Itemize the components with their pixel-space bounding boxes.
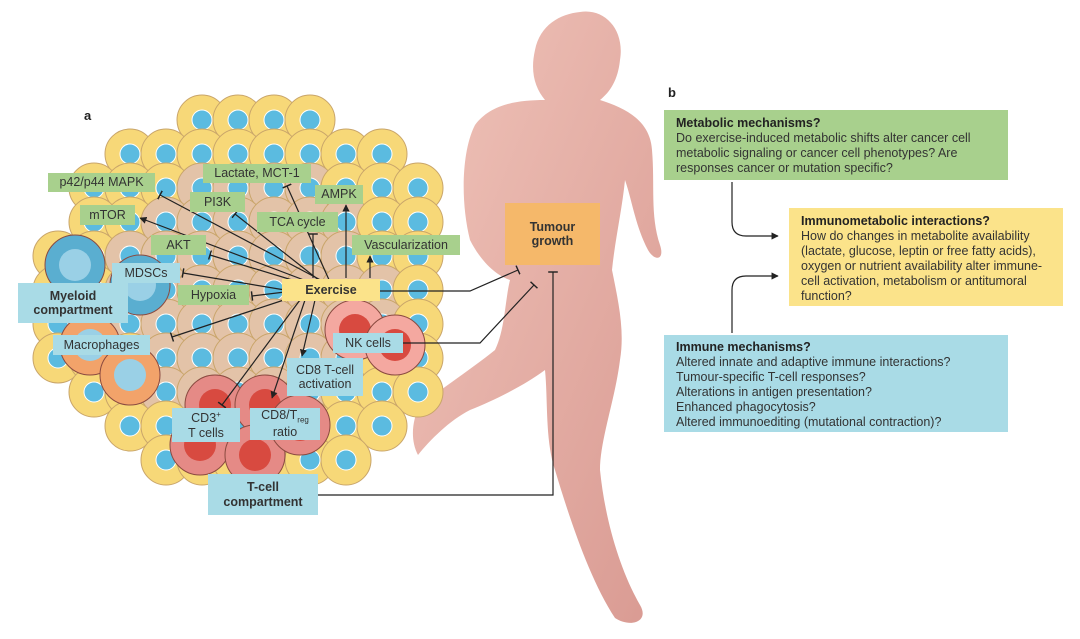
panel-a-letter: a <box>84 108 92 123</box>
t-cell <box>224 424 286 486</box>
immune-line: Enhanced phagocytosis? <box>676 400 816 414</box>
label-macrophages: Macrophages <box>53 335 150 355</box>
label-exercise: Exercise <box>282 279 380 301</box>
immunometabolic-title: Immunometabolic interactions? <box>801 214 990 228</box>
immune-title: Immune mechanisms? <box>676 340 811 354</box>
label-cd3-t-cells: CD3+ T cells <box>172 408 240 442</box>
arrow-immune-to-immunometabolic <box>731 272 779 333</box>
label-myeloid-compartment: Myeloid compartment <box>18 283 128 323</box>
human-figure <box>412 11 662 623</box>
connector-lines <box>139 182 779 496</box>
cd8treg-rest: ratio <box>272 425 298 440</box>
label-lactate: Lactate, MCT-1 <box>203 164 311 183</box>
label-t-cell-compartment: T-cell compartment <box>208 474 318 515</box>
tumour-cell <box>104 400 156 452</box>
label-tca: TCA cycle <box>257 212 338 232</box>
macrophage <box>99 344 161 406</box>
line-mapk <box>157 190 331 286</box>
label-vascularization: Vascularization <box>352 235 460 255</box>
label-cd8-activation: CD8 T-cell activation <box>287 358 363 396</box>
line-cd8treg <box>270 299 306 399</box>
line-exercise-tumour <box>380 265 521 292</box>
myeloid-cell <box>44 234 106 296</box>
immunometabolic-box: Immunometabolic interactions? How do cha… <box>789 208 1063 306</box>
immune-line: Alterations in antigen presentation? <box>676 385 872 399</box>
label-mdscs: MDSCs <box>112 263 180 283</box>
immune-line: Tumour-specific T-cell responses? <box>676 370 866 384</box>
metabolic-body: Do exercise-induced metabolic shifts alt… <box>676 131 971 175</box>
arrow-metabolic-to-immunometabolic <box>731 182 779 240</box>
label-hypoxia: Hypoxia <box>178 285 249 305</box>
immunometabolic-body: How do changes in metabolite availabilit… <box>801 229 1043 303</box>
line-nk-tumour <box>403 281 539 344</box>
cd8treg-text: CD8/T <box>261 408 298 423</box>
label-cd8-treg-ratio: CD8/Treg ratio <box>250 408 320 440</box>
label-nk-cells: NK cells <box>333 333 403 353</box>
label-mtor: mTOR <box>80 205 135 225</box>
immune-line: Altered innate and adaptive immune inter… <box>676 355 951 369</box>
label-pi3k: PI3K <box>190 192 245 212</box>
line-cd8act <box>299 299 316 357</box>
cd3-text: CD3 <box>191 411 217 426</box>
label-ampk: AMPK <box>315 185 363 204</box>
tumour-cell <box>356 400 408 452</box>
line-pi3k <box>231 209 326 286</box>
cd3-rest: T cells <box>188 425 224 440</box>
tumour-cell <box>320 434 372 486</box>
cd3-sup: + <box>216 410 221 420</box>
immune-mechanisms-box: Immune mechanisms? Altered innate and ad… <box>664 335 1008 432</box>
line-tcell-tumour <box>318 271 558 496</box>
immune-line: Altered immunoediting (mutational contra… <box>676 415 942 429</box>
tumour-cell <box>392 366 444 418</box>
line-hypoxia <box>250 291 286 301</box>
label-akt: AKT <box>151 235 206 255</box>
label-tumour-growth: Tumour growth <box>505 203 600 265</box>
line-mtor <box>139 216 326 289</box>
label-mapk: p42/p44 MAPK <box>48 173 155 192</box>
metabolic-title: Metabolic mechanisms? <box>676 116 821 130</box>
metabolic-mechanisms-box: Metabolic mechanisms? Do exercise-induce… <box>664 110 1008 180</box>
cd8treg-sub: reg <box>297 415 309 425</box>
line-cd3 <box>217 299 301 409</box>
line-mdscs <box>181 268 286 291</box>
line-macrophages <box>169 297 291 342</box>
panel-b-letter: b <box>668 85 676 100</box>
